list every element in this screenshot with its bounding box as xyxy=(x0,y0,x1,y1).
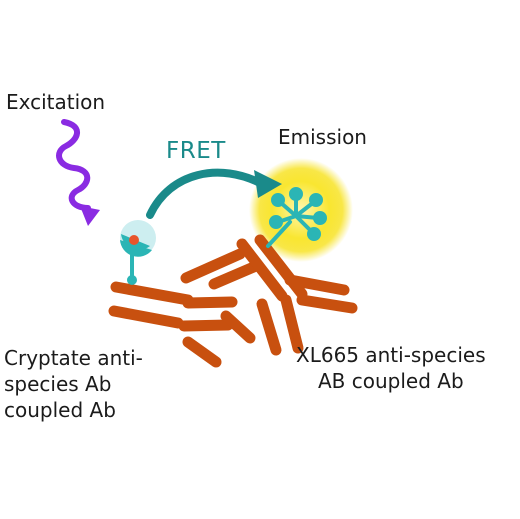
emission-label: Emission xyxy=(278,125,367,149)
cryptate-label-line-1: Cryptate anti- xyxy=(4,346,143,370)
ab-right-stem xyxy=(296,294,358,314)
ab-left-fc-upper xyxy=(220,310,256,344)
cryptate-label-line-3: coupled Ab xyxy=(4,398,116,422)
fret-label: FRET xyxy=(166,138,226,164)
cryptate-label-line-2: species Ab xyxy=(4,372,112,396)
ab-left-arm-outer xyxy=(110,281,194,306)
ab-left-fc-lower xyxy=(182,336,222,368)
xl665-label-line-2: AB coupled Ab xyxy=(317,369,464,393)
excitation-arrow-icon xyxy=(56,119,100,226)
ab-right-fc-left xyxy=(256,298,282,356)
xl665-antibody xyxy=(180,234,358,356)
ab-right-fc-right xyxy=(280,294,304,354)
excitation-label: Excitation xyxy=(6,90,106,114)
fret-arrow-icon xyxy=(146,168,282,219)
ab-left-stem-top xyxy=(182,296,238,309)
cryptate-antibody-label: Cryptate anti- species Ab coupled Ab xyxy=(4,345,143,423)
ab-left-arm-inner xyxy=(108,305,184,329)
cryptate-antibody xyxy=(108,281,256,368)
xl665-label-line-1: XL665 anti-species xyxy=(296,343,486,367)
ab-right-arm-left-inner xyxy=(208,260,262,290)
cryptate-donor-icon xyxy=(120,220,156,285)
xl665-antibody-label: XL665 anti-species AB coupled Ab xyxy=(296,342,486,394)
ab-left-stem-bottom xyxy=(178,319,234,332)
ab-right-arm-left-outer xyxy=(180,248,246,284)
xl665-acceptor-icon xyxy=(266,187,327,248)
ab-right-arm-right-outer xyxy=(236,238,288,302)
ab-right-hinge xyxy=(284,274,350,296)
